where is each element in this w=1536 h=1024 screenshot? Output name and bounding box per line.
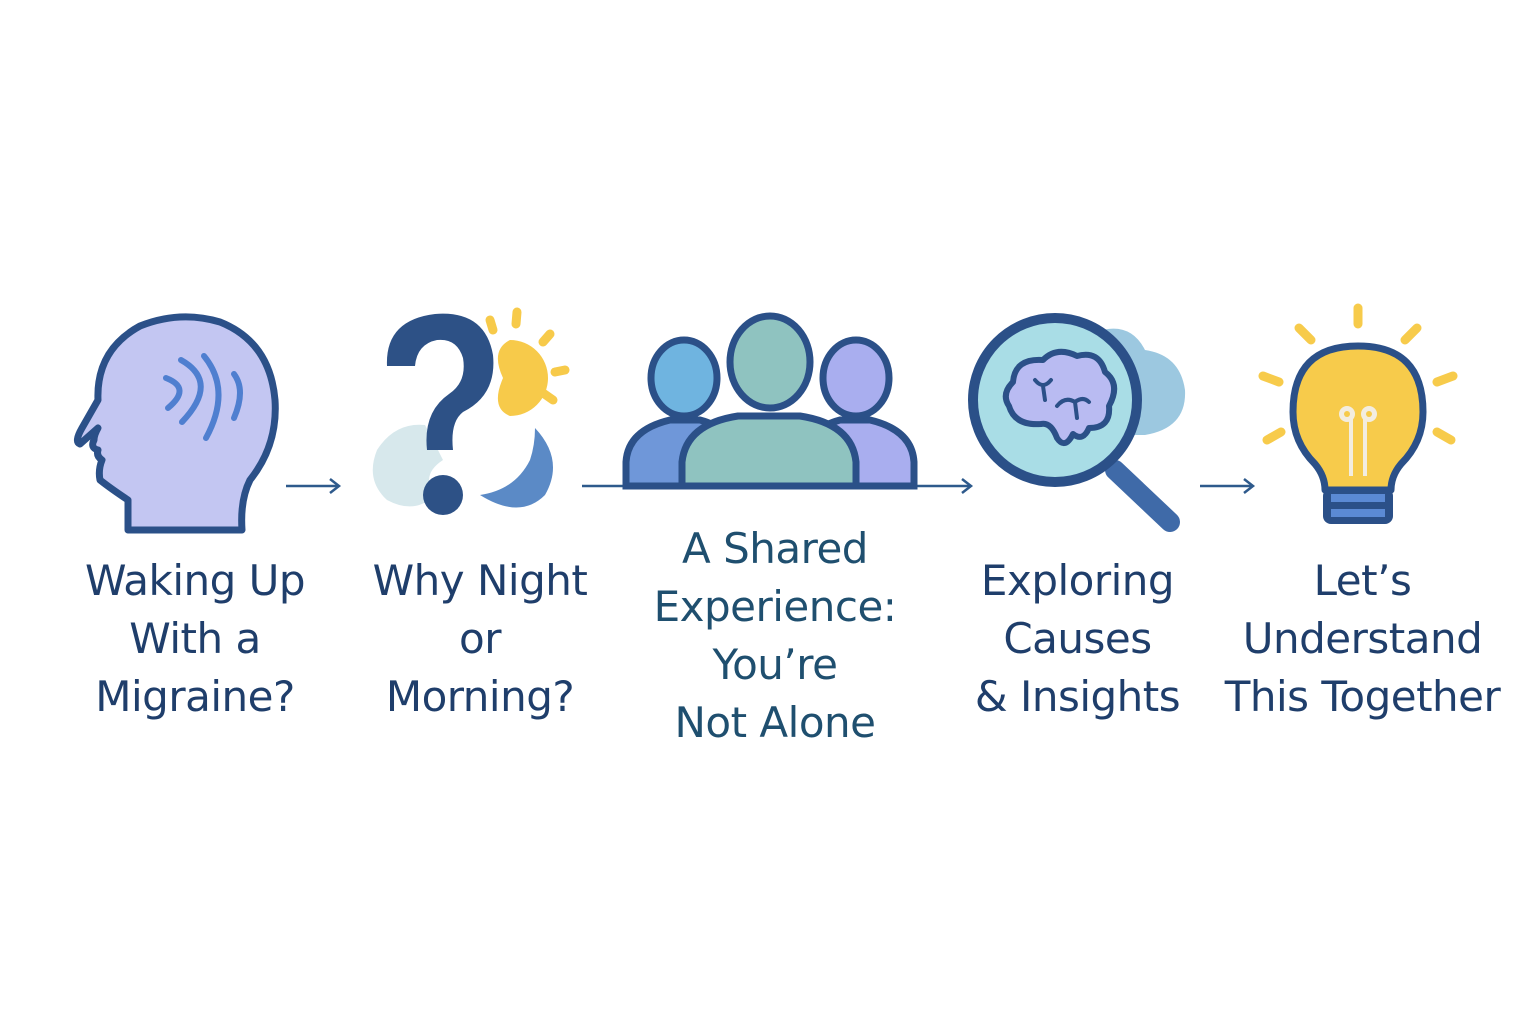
step-2-label: Why Night or Morning? [372,556,588,721]
arrow-connector-4 [1200,478,1256,494]
head-with-waves-icon [73,313,279,534]
lightbulb-icon [1258,303,1458,524]
step-3-label: A Shared Experience: You’re Not Alone [653,524,897,747]
group-of-people-icon [622,312,918,490]
step-5-label: Let’s Understand This Together [1224,556,1501,721]
arrow-connector-1 [286,478,342,494]
magnifier-brain-icon [968,313,1186,532]
step-4-label: Exploring Causes & Insights [974,556,1181,721]
question-sun-moon-icon [372,307,570,515]
step-1-label: Waking Up With a Migraine? [84,556,306,721]
